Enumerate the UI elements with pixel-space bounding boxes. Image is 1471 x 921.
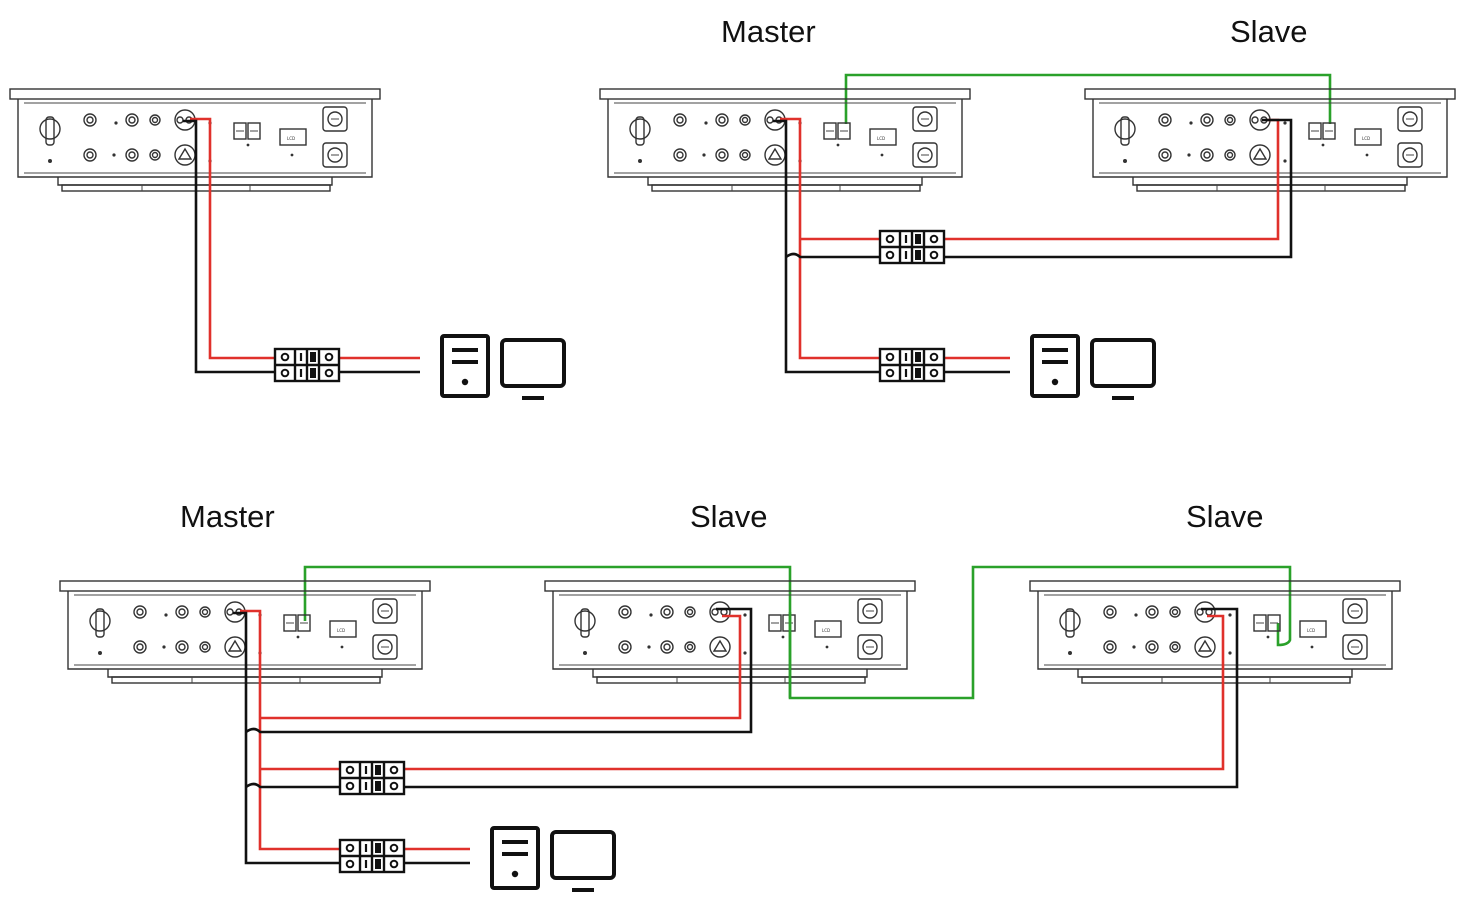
slave-negative-cable	[785, 118, 1293, 259]
slave-positive-cable	[800, 118, 1280, 241]
breaker-icon	[878, 229, 946, 265]
computer-tower-icon	[440, 334, 490, 398]
breaker-icon	[338, 760, 406, 796]
computer-tower-icon	[1030, 334, 1080, 398]
battery-unit-icon	[1029, 580, 1401, 684]
monitor-icon	[500, 338, 566, 400]
slave1-negative-cable	[245, 607, 753, 734]
breaker-icon	[878, 347, 946, 383]
top-slave-label: Slave	[1230, 14, 1308, 49]
slave2-positive-cable	[260, 614, 1225, 771]
slave1-positive-cable	[260, 614, 742, 720]
bottom-slave-label-2: Slave	[1186, 499, 1264, 534]
two-unit-system	[599, 73, 1456, 400]
bottom-slave-label-1: Slave	[690, 499, 768, 534]
negative-cable	[183, 119, 420, 374]
bottom-master-label: Master	[180, 499, 275, 534]
battery-unit-icon	[1084, 88, 1456, 192]
top-master-label: Master	[721, 14, 816, 49]
communication-cable	[303, 565, 1292, 700]
monitor-icon	[550, 830, 616, 892]
master-negative-cable	[233, 611, 470, 865]
breaker-icon	[338, 838, 406, 874]
slave2-negative-cable	[245, 607, 1239, 789]
battery-unit-icon	[544, 580, 916, 684]
breaker-icon	[273, 347, 341, 383]
three-unit-system	[59, 565, 1401, 892]
single-unit-system	[9, 88, 566, 400]
computer-tower-icon	[490, 826, 540, 890]
monitor-icon	[1090, 338, 1156, 400]
master-positive-cable	[240, 609, 470, 851]
positive-cable	[190, 117, 420, 360]
